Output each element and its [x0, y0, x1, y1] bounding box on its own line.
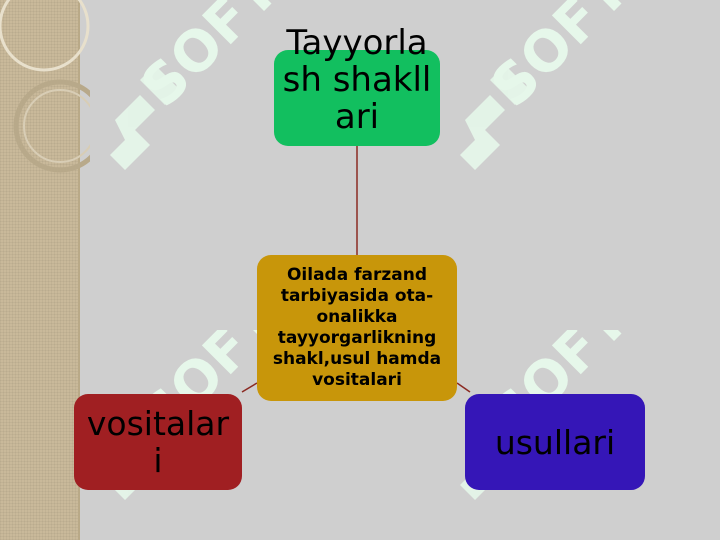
connector-left [241, 382, 258, 393]
node-tayyorlash-shakllari: Tayyorlash shakllari [274, 25, 440, 146]
connector-right [456, 382, 471, 393]
node-vositalari: vositalari [74, 394, 242, 490]
node-central-topic: Oilada farzand tarbiyasida ota-onalikka … [257, 255, 457, 401]
node-label: usullari [494, 422, 616, 462]
node-usullari: usullari [465, 394, 645, 490]
node-label: vositalari [86, 404, 230, 480]
node-label: Tayyorlash shakllari [282, 23, 432, 137]
decorative-swirl [0, 0, 90, 173]
node-label: Oilada farzand tarbiyasida ota-onalikka … [272, 265, 442, 390]
